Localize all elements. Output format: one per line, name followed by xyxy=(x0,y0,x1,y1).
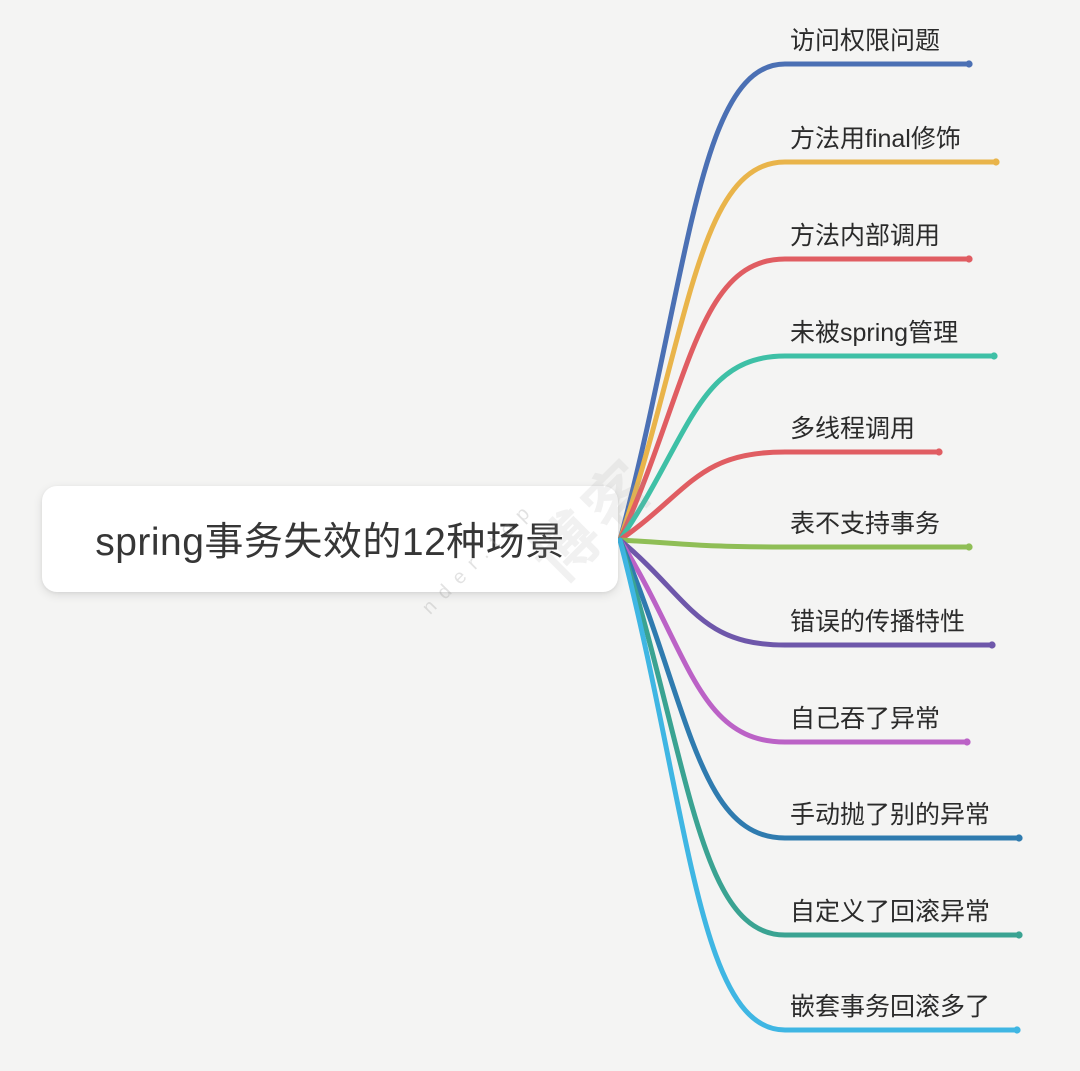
branch-line-end xyxy=(965,60,973,68)
root-node-label: spring事务失效的12种场景 xyxy=(95,521,565,564)
branch-line xyxy=(617,537,973,550)
branch-line xyxy=(617,537,1023,938)
branch-line-end xyxy=(990,352,998,360)
root-node[interactable]: spring事务失效的12种场景 xyxy=(42,486,618,592)
branch-node-label[interactable]: 自己吞了异常 xyxy=(790,705,941,733)
branch-node-label[interactable]: 方法用final修饰 xyxy=(790,125,961,153)
branch-line-end xyxy=(1013,1026,1021,1034)
branch-node-label[interactable]: 多线程调用 xyxy=(790,415,916,443)
branch-line xyxy=(617,537,996,648)
branch-node-label[interactable]: 手动抛了别的异常 xyxy=(790,801,991,829)
branch-line-end xyxy=(1015,931,1023,939)
branch-line xyxy=(617,449,943,543)
branch-line xyxy=(617,61,973,543)
branch-node-label[interactable]: 自定义了回滚异常 xyxy=(790,898,991,926)
branch-line xyxy=(617,537,971,745)
branch-node-label[interactable]: 嵌套事务回滚多了 xyxy=(790,993,991,1021)
branch-node-label[interactable]: 未被spring管理 xyxy=(790,319,959,347)
branch-line-end xyxy=(965,255,973,263)
branch-line xyxy=(617,537,1023,841)
branch-line xyxy=(617,159,1000,543)
branch-line-end xyxy=(1015,834,1023,842)
branch-line-end xyxy=(988,641,996,649)
branch-line-end xyxy=(992,158,1000,166)
branch-line xyxy=(617,353,998,543)
branch-line xyxy=(617,537,1021,1033)
branch-node-label[interactable]: 表不支持事务 xyxy=(790,510,941,538)
branch-node-label[interactable]: 错误的传播特性 xyxy=(790,608,966,636)
branch-node-label[interactable]: 方法内部调用 xyxy=(790,222,941,250)
branch-line xyxy=(617,256,973,543)
branch-node-label[interactable]: 访问权限问题 xyxy=(790,27,941,55)
branch-line-end xyxy=(965,543,973,551)
branch-line-end xyxy=(963,738,971,746)
branch-line-end xyxy=(935,448,943,456)
